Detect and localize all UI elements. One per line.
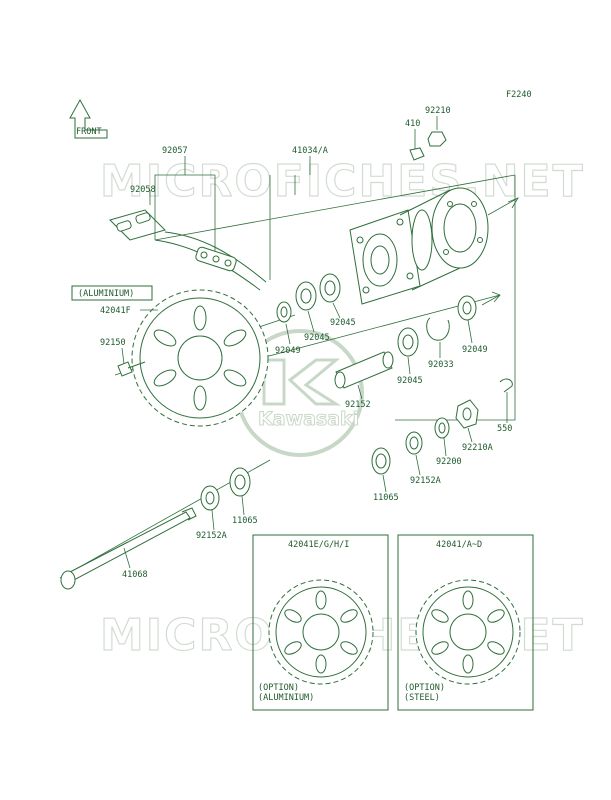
label-41034A: 41034/A [292,146,328,156]
label-92057: 92057 [162,146,188,156]
option-left-note2: (ALUMINIUM) [258,693,314,703]
label-92049-b: 92049 [462,345,488,355]
front-label: FRONT [76,127,102,137]
label-550: 550 [497,424,512,434]
drive-chain [154,231,267,291]
watermark-top: MICROFICHES.NET [100,156,585,207]
aluminium-note-box [71,285,153,301]
label-92045-c: 92045 [397,376,423,386]
label-92045-a: 92045 [330,318,356,328]
rear-axle-41068 [60,507,197,590]
label-92210: 92210 [425,106,451,116]
option-left-part: 42041E/G/H/I [288,540,349,550]
chain-link-kit [109,175,216,260]
option-right-note1: (OPTION) [404,683,445,693]
label-92200: 92200 [436,457,462,467]
bolt-92150 [117,361,146,377]
label-11065-right: 11065 [373,493,399,503]
circlip-92033 [426,317,450,341]
label-410: 410 [405,119,420,129]
label-92058: 92058 [130,185,156,195]
aluminium-note: (ALUMINIUM) [78,289,134,299]
label-92033: 92033 [428,360,454,370]
label-92152A-left: 92152A [196,531,227,541]
option-right-part: 42041/A~D [436,540,482,550]
spacer-92152 [334,351,394,389]
label-42041F: 42041F [100,306,131,316]
label-92152A-right: 92152A [410,476,441,486]
label-41068: 41068 [122,570,148,580]
label-92210A: 92210A [462,443,493,453]
label-92150: 92150 [100,338,126,348]
bolt-410 [409,147,425,161]
label-92045-b: 92045 [304,333,330,343]
option-box-aluminium [252,534,389,711]
label-11065-left: 11065 [232,516,258,526]
rear-sprocket-42041F [131,289,269,427]
figure-code: F2240 [506,90,532,100]
nut-92210 [427,131,447,147]
option-left-note1: (OPTION) [258,683,299,693]
front-arrow-icon: FRONT [69,98,108,139]
logo-text: Kawasaki [258,408,359,430]
label-92049-a: 92049 [275,346,301,356]
rear-hub [349,187,519,305]
option-box-steel [397,534,534,711]
label-92152: 92152 [345,400,371,410]
option-right-note2: (STEEL) [404,693,440,703]
cotter-pin-550 [499,378,513,393]
